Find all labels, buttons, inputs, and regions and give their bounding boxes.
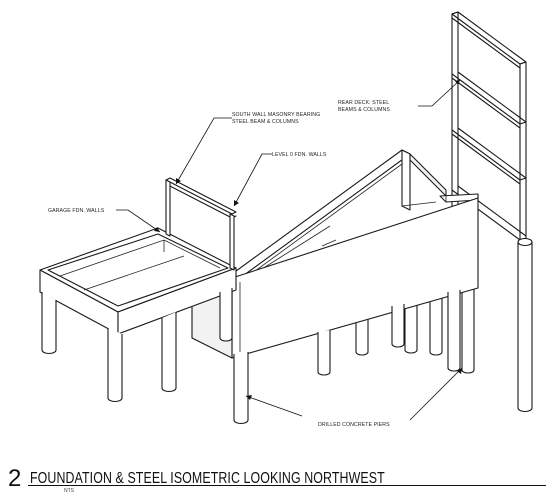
leaders bbox=[116, 79, 463, 421]
detail-number: 2 bbox=[8, 465, 22, 492]
label-rear-deck-1: REAR DECK: STEEL bbox=[338, 100, 389, 106]
label-piers: DRILLED CONCRETE PIERS bbox=[318, 422, 390, 428]
label-level-0: LEVEL 0 FDN. WALLS bbox=[272, 152, 327, 158]
drawing-title: FOUNDATION & STEEL ISOMETRIC LOOKING NOR… bbox=[30, 469, 385, 487]
label-garage: GARAGE FDN. WALLS bbox=[48, 208, 105, 214]
drawing-scale: NTS bbox=[64, 488, 74, 494]
label-south-wall-2: STEEL BEAM & COLUMNS bbox=[232, 119, 299, 125]
label-rear-deck-2: BEAMS & COLUMNS bbox=[338, 107, 390, 113]
title-underline bbox=[28, 485, 546, 486]
garage-foundation-walls bbox=[39, 227, 237, 335]
main-piers bbox=[233, 237, 533, 425]
label-south-wall-1: SOUTH WALL MASONRY BEARING bbox=[232, 112, 320, 118]
south-wall-steel-beam bbox=[165, 177, 237, 271]
garage-piers bbox=[41, 288, 233, 403]
